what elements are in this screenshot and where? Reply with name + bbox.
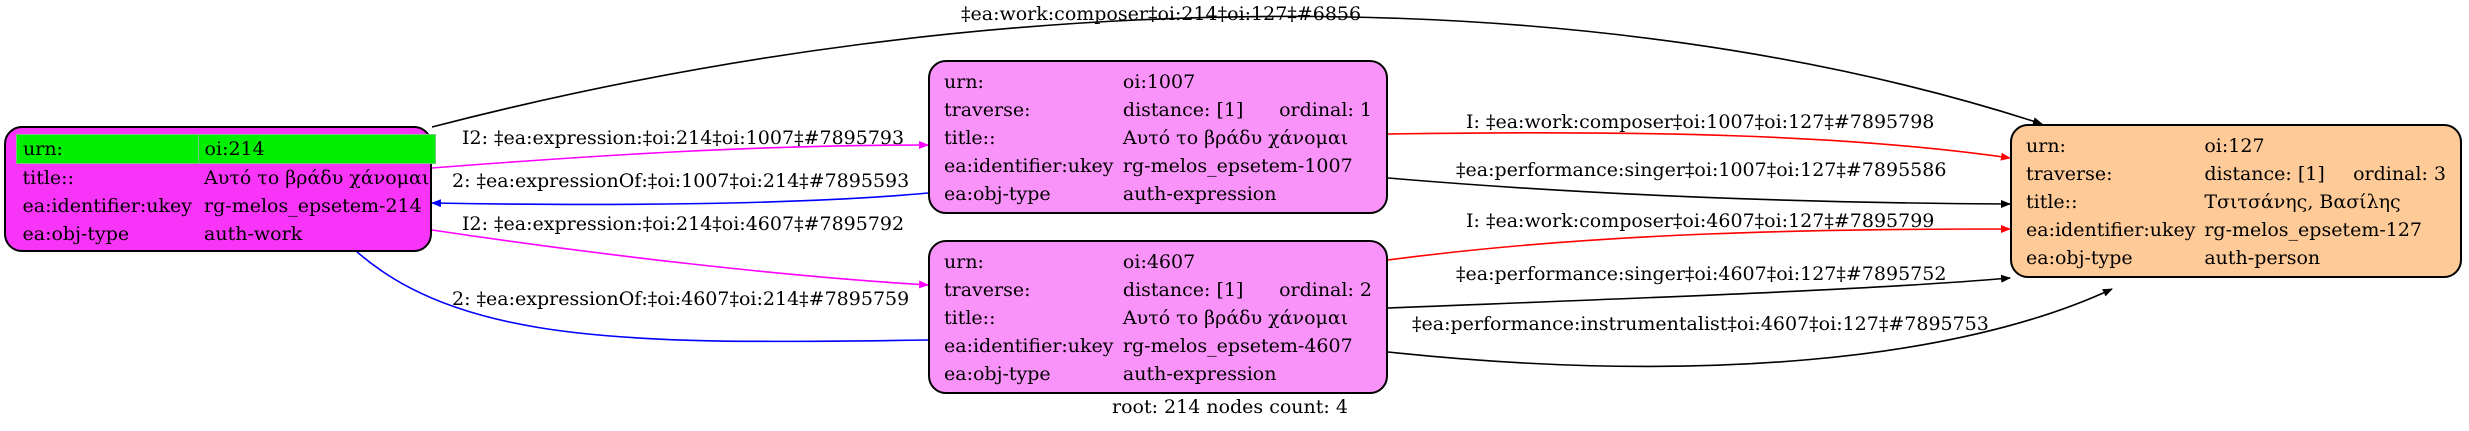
row-urn: urn: oi:1007 [940, 68, 1376, 96]
edge-singer-4607 [1387, 274, 2011, 309]
urn-key: urn: [16, 134, 199, 164]
row-ukey: ea:identifier:ukey rg-melos_epsetem-1007 [940, 152, 1376, 180]
edge-label-composer-direct: ‡ea:work:composer‡oi:214‡oi:127‡#6856 [961, 3, 1361, 25]
ukey-value: rg-melos_epsetem-4607 [1122, 335, 1353, 357]
obj-type-value: auth-work [204, 223, 303, 245]
node-work-row-type: ea:obj-type auth-work [17, 220, 436, 248]
row-obj-type: ea:obj-type auth-expression [940, 180, 1376, 208]
node-work-row-ukey: ea:identifier:ukey rg-melos_epsetem-214 [17, 192, 436, 220]
urn-key: urn: [2026, 135, 2066, 157]
node-expression-4607[interactable]: urn: oi:4607 traverse: distance: [1] ord… [928, 240, 1388, 394]
row-title: title:: Τσιτσάνης, Βασίλης [2022, 188, 2450, 216]
row-title: title:: Αυτό το βράδυ χάνομαι [940, 124, 1376, 152]
edge-composer-direct [431, 15, 2043, 128]
row-traverse: traverse: distance: [1] ordinal: 2 [940, 276, 1376, 304]
ukey-value: rg-melos_epsetem-1007 [1122, 155, 1353, 177]
node-work-table: urn: oi:214 title:: Αυτό το βράδυ χάνομα… [16, 134, 436, 248]
title-key: title:: [2026, 191, 2078, 213]
node-work-row-title: title:: Αυτό το βράδυ χάνομαι [17, 164, 436, 193]
urn-value: oi:4607 [1122, 251, 1196, 273]
distance-value: distance: [1] [2204, 163, 2325, 185]
ordinal-value: ordinal: 2 [1279, 279, 1372, 301]
edge-expression-1007 [431, 141, 929, 169]
edge-label-instrumentalist-4607: ‡ea:performance:instrumentalist‡oi:4607‡… [1412, 313, 1989, 335]
ukey-key: ea:identifier:ukey [2026, 219, 2196, 241]
traverse-key: traverse: [944, 279, 1031, 301]
urn-value: oi:214 [197, 134, 436, 164]
obj-type-value: auth-expression [1122, 363, 1277, 385]
edge-instrumentalist-4607 [1387, 288, 2113, 368]
edge-label-singer-1007: ‡ea:performance:singer‡oi:1007‡oi:127‡#7… [1456, 159, 1946, 181]
title-key: title:: [22, 167, 74, 189]
traverse-key: traverse: [944, 99, 1031, 121]
row-title: title:: Αυτό το βράδυ χάνομαι [940, 304, 1376, 332]
ukey-key: ea:identifier:ukey [944, 335, 1114, 357]
ukey-value: rg-melos_epsetem-127 [2204, 219, 2423, 241]
title-value: Αυτό το βράδυ χάνομαι [1122, 307, 1349, 329]
row-urn: urn: oi:127 [2022, 132, 2450, 160]
obj-type-key: ea:obj-type [944, 363, 1051, 385]
node-person-table: urn: oi:127 traverse: distance: [1] ordi… [2022, 132, 2450, 272]
edge-singer-1007 [1387, 177, 2011, 208]
row-traverse: traverse: distance: [1] ordinal: 1 [940, 96, 1376, 124]
edge-expressionOf-1007 [431, 192, 929, 208]
row-ukey: ea:identifier:ukey rg-melos_epsetem-4607 [940, 332, 1376, 360]
row-ukey: ea:identifier:ukey rg-melos_epsetem-127 [2022, 216, 2450, 244]
title-value: Αυτό το βράδυ χάνομαι [1122, 127, 1349, 149]
edge-label-expressionOf-4607: 2: ‡ea:expressionOf:‡oi:4607‡oi:214‡#789… [452, 288, 909, 310]
edge-label-expressionOf-1007: 2: ‡ea:expressionOf:‡oi:1007‡oi:214‡#789… [452, 170, 909, 192]
title-value: Τσιτσάνης, Βασίλης [2204, 191, 2401, 213]
node-work-row-urn: urn: oi:214 [16, 134, 436, 164]
node-expression-1007-table: urn: oi:1007 traverse: distance: [1] ord… [940, 68, 1376, 208]
distance-value: distance: [1] [1122, 99, 1244, 121]
row-obj-type: ea:obj-type auth-person [2022, 244, 2450, 272]
row-urn: urn: oi:4607 [940, 248, 1376, 276]
ordinal-value: ordinal: 1 [1279, 99, 1372, 121]
edge-label-composer-4607: I: ‡ea:work:composer‡oi:4607‡oi:127‡#789… [1466, 210, 1934, 232]
urn-key: urn: [944, 71, 984, 93]
edge-composer-4607 [1387, 225, 2011, 261]
empty-cell [2339, 132, 2450, 160]
edge-composer-1007 [1387, 131, 2011, 161]
title-key: title:: [944, 307, 996, 329]
title-key: title:: [944, 127, 996, 149]
title-value: Αυτό το βράδυ χάνομαι [204, 167, 430, 189]
node-expression-4607-table: urn: oi:4607 traverse: distance: [1] ord… [940, 248, 1376, 388]
obj-type-key: ea:obj-type [22, 223, 130, 245]
edge-label-singer-4607: ‡ea:performance:singer‡oi:4607‡oi:127‡#7… [1456, 263, 1946, 285]
ukey-key: ea:identifier:ukey [944, 155, 1114, 177]
edge-expression-4607 [431, 229, 929, 289]
row-obj-type: ea:obj-type auth-expression [940, 360, 1376, 388]
edge-label-composer-1007: I: ‡ea:work:composer‡oi:1007‡oi:127‡#789… [1466, 111, 1934, 133]
edge-expressionOf-4607 [317, 209, 929, 343]
ukey-value: rg-melos_epsetem-214 [204, 195, 422, 217]
obj-type-value: auth-expression [1122, 183, 1277, 205]
ukey-key: ea:identifier:ukey [22, 195, 193, 217]
traverse-key: traverse: [2026, 163, 2113, 185]
node-person-127[interactable]: urn: oi:127 traverse: distance: [1] ordi… [2010, 124, 2462, 278]
empty-cell [1265, 68, 1376, 96]
urn-value: oi:127 [2204, 135, 2265, 157]
row-traverse: traverse: distance: [1] ordinal: 3 [2022, 160, 2450, 188]
urn-value: oi:1007 [1122, 71, 1196, 93]
urn-key: urn: [944, 251, 984, 273]
edge-label-expression-1007: I2: ‡ea:expression:‡oi:214‡oi:1007‡#7895… [462, 127, 904, 149]
obj-type-key: ea:obj-type [944, 183, 1051, 205]
distance-value: distance: [1] [1122, 279, 1244, 301]
graph-summary-caption: root: 214 nodes count: 4 [1112, 396, 1348, 418]
obj-type-value: auth-person [2204, 247, 2321, 269]
edge-label-expression-4607: I2: ‡ea:expression:‡oi:214‡oi:4607‡#7895… [462, 213, 904, 235]
node-work-214[interactable]: urn: oi:214 title:: Αυτό το βράδυ χάνομα… [4, 126, 436, 252]
node-expression-1007[interactable]: urn: oi:1007 traverse: distance: [1] ord… [928, 60, 1388, 214]
empty-cell [1265, 248, 1376, 276]
obj-type-key: ea:obj-type [2026, 247, 2133, 269]
ordinal-value: ordinal: 3 [2353, 163, 2446, 185]
